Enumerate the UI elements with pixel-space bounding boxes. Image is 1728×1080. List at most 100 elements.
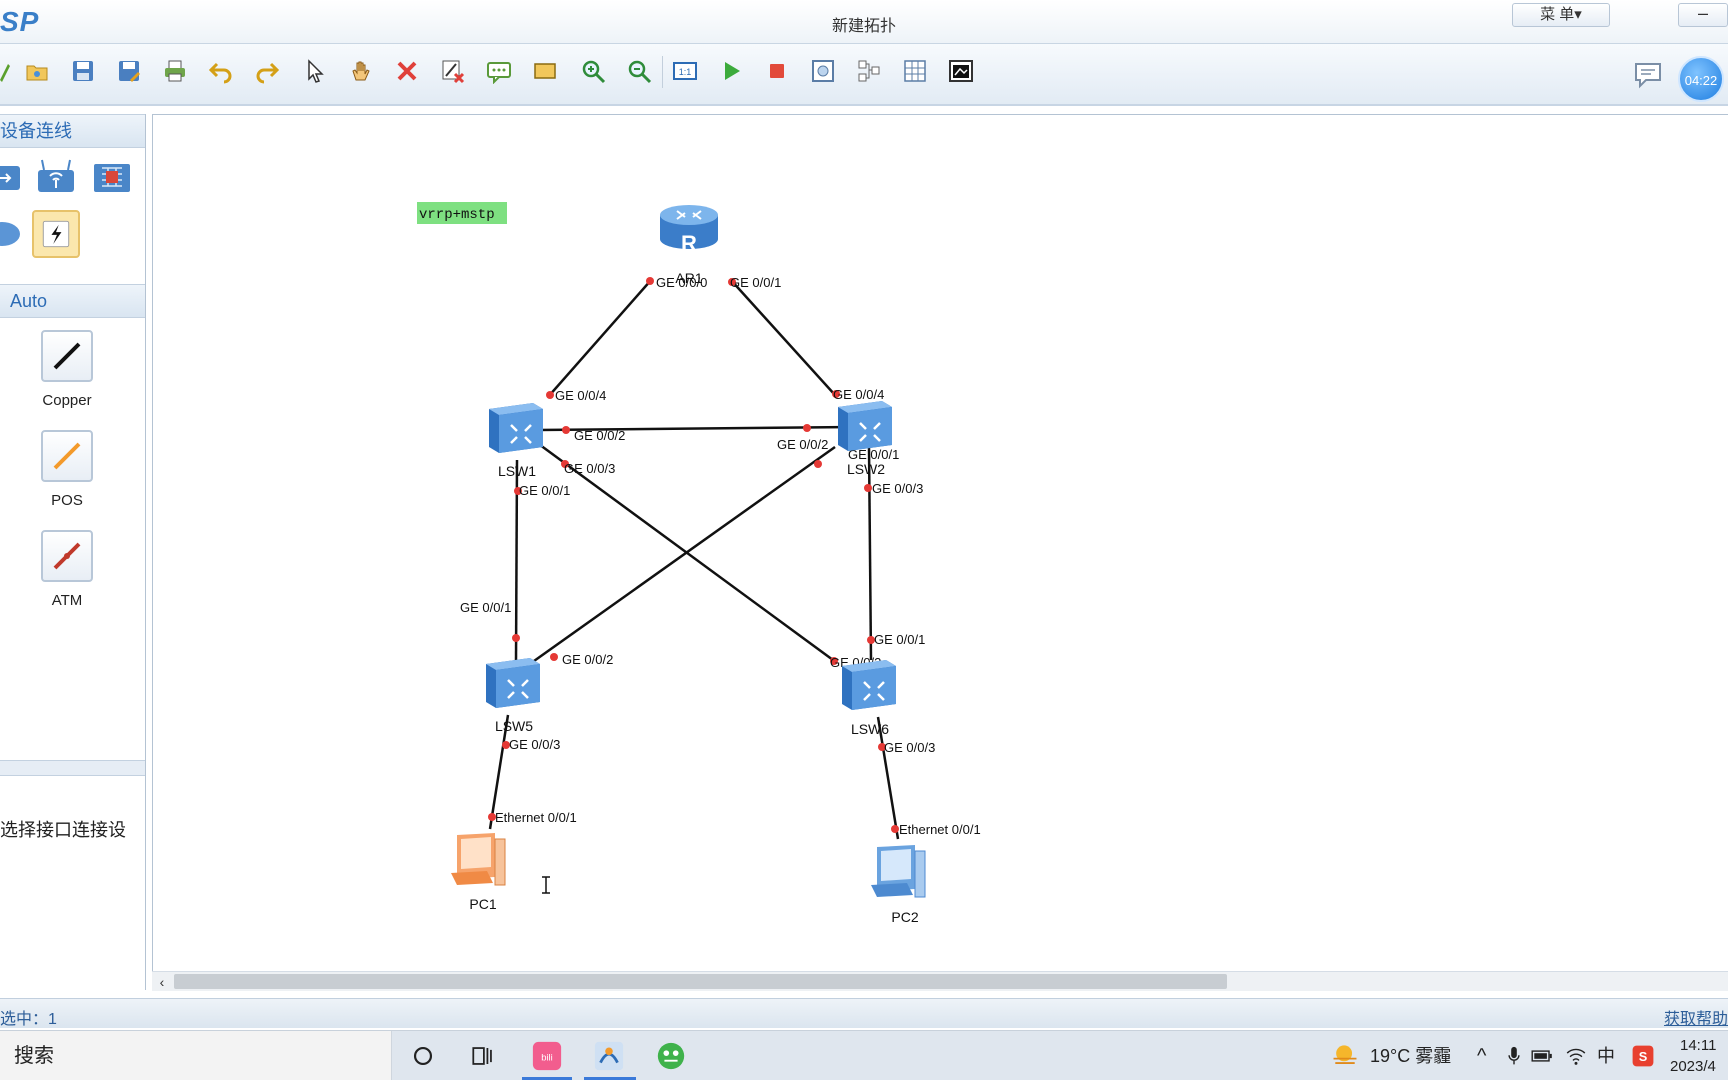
link-lsw1-lsw6[interactable] (535, 440, 834, 662)
copper-cable-icon[interactable] (41, 330, 93, 382)
new-topology-icon[interactable] (0, 56, 24, 86)
svg-text:1:1: 1:1 (679, 67, 692, 77)
link-lsw2-lsw6[interactable] (867, 446, 873, 661)
ime-indicator[interactable]: 中 (1597, 1046, 1615, 1066)
grid-icon[interactable] (900, 56, 930, 86)
link-lsw6-pc2[interactable] (876, 716, 900, 840)
port-label: GE 0/0/3 (872, 481, 923, 496)
text-label-icon[interactable] (484, 56, 514, 86)
cloud-category-icon[interactable] (0, 210, 24, 254)
clock-date: 2023/4 (1670, 1058, 1716, 1075)
port-label: GE 0/0/1 (874, 632, 925, 647)
horizontal-scrollbar[interactable]: ‹ (152, 971, 1728, 991)
selection-count: 选中：1 (0, 1011, 57, 1028)
device-label-lsw1: LSW1 (498, 463, 536, 479)
select-pointer-icon[interactable] (300, 56, 330, 86)
router-ar1-icon[interactable]: R (660, 205, 718, 256)
pos-cable-icon[interactable] (41, 430, 93, 482)
link-lsw1-lsw2[interactable] (537, 425, 855, 432)
device-label-pc1: PC1 (469, 896, 496, 912)
switch-lsw1-icon[interactable] (489, 403, 543, 453)
wireless-category-icon[interactable] (34, 156, 78, 200)
print-icon[interactable] (160, 56, 190, 86)
microphone-icon[interactable] (1500, 1039, 1528, 1073)
port-label: GE 0/0/3 (884, 740, 935, 755)
section-title-devices: 设备连线 (0, 114, 145, 148)
bilibili-app-icon[interactable]: bili (530, 1039, 564, 1073)
port-dot (803, 424, 811, 432)
delete-link-icon[interactable] (438, 56, 468, 86)
session-timer[interactable]: 04:22 (1678, 56, 1724, 102)
weather-icon[interactable] (1328, 1039, 1362, 1073)
device-label-lsw5: LSW5 (495, 718, 533, 734)
switch-lsw2-icon[interactable] (838, 401, 892, 451)
redo-icon[interactable] (252, 56, 282, 86)
pc1-icon[interactable] (451, 833, 506, 886)
cortana-icon[interactable] (406, 1039, 440, 1073)
panel-divider[interactable] (0, 760, 145, 776)
capture-icon[interactable] (808, 56, 838, 86)
fit-window-icon[interactable]: 1:1 (670, 56, 700, 86)
port-dot (891, 825, 899, 833)
port-label: Ethernet 0/0/1 (899, 822, 981, 837)
switch-category-icon[interactable] (0, 156, 24, 200)
taskbar-search[interactable]: 搜索 (0, 1031, 392, 1080)
ensp-app-icon[interactable] (592, 1039, 626, 1073)
undo-icon[interactable] (206, 56, 236, 86)
toolbar: 1:1 04:22 (0, 44, 1728, 106)
rectangle-icon[interactable] (530, 56, 560, 86)
port-dot (814, 460, 822, 468)
battery-icon[interactable] (1528, 1039, 1556, 1073)
port-label: GE 0/0/3 (509, 737, 560, 752)
pan-hand-icon[interactable] (346, 56, 376, 86)
weather-text[interactable]: 19°C 雾霾 (1370, 1046, 1452, 1066)
link-lsw2-lsw5[interactable] (533, 445, 836, 663)
task-view-icon[interactable] (466, 1039, 500, 1073)
wifi-icon[interactable] (1562, 1039, 1590, 1073)
link-category-icon[interactable] (32, 210, 80, 258)
delete-icon[interactable] (392, 56, 422, 86)
screenshot-icon[interactable] (946, 56, 976, 86)
title-bar: SP 新建拓扑 菜 单▾ – (0, 0, 1728, 44)
chat-icon[interactable] (1632, 59, 1664, 91)
system-clock[interactable]: 14:11 2023/4 (1668, 1035, 1728, 1077)
scroll-thumb[interactable] (174, 974, 1227, 989)
svg-text:bili: bili (541, 1052, 553, 1063)
taskbar: 搜索 bili 19°C 雾霾 ^ 中 S 14:11 2023/4 (0, 1030, 1728, 1080)
port-label: GE 0/0/2 (777, 437, 828, 452)
link-lsw5-pc1[interactable] (488, 714, 510, 830)
green-app-icon[interactable] (654, 1039, 688, 1073)
minimize-button[interactable]: – (1678, 3, 1728, 27)
atm-cable-icon[interactable] (41, 530, 93, 582)
port-dot (502, 741, 510, 749)
note-box[interactable] (417, 202, 507, 224)
zoom-out-icon[interactable] (624, 56, 654, 86)
switch-lsw5-icon[interactable] (486, 658, 540, 708)
topology-drawing[interactable]: vrrp+mstp (153, 115, 1728, 971)
start-device-icon[interactable] (716, 56, 746, 86)
sogou-ime-icon[interactable]: S (1628, 1039, 1658, 1073)
save-icon[interactable] (68, 56, 98, 86)
scroll-left-arrow-icon[interactable]: ‹ (159, 974, 165, 990)
port-label: GE 0/0/4 (555, 388, 606, 403)
port-label: GE 0/0/1 (460, 600, 511, 615)
active-indicator (522, 1077, 572, 1080)
link-ar1-lsw2[interactable] (729, 278, 836, 396)
stop-device-icon[interactable] (762, 56, 792, 86)
topology-icon[interactable] (854, 56, 884, 86)
open-folder-icon[interactable] (22, 56, 52, 86)
switch-lsw6-icon[interactable] (842, 660, 896, 710)
pc2-icon[interactable] (871, 845, 926, 898)
device-panel: 设备连线 Auto Copper POS ATM 选择接口连接设 (0, 114, 146, 990)
port-dot (830, 657, 838, 665)
help-link[interactable]: 获取帮助 (1663, 1011, 1728, 1028)
save-as-icon[interactable] (114, 56, 144, 86)
menu-button[interactable]: 菜 单▾ (1512, 3, 1610, 27)
zoom-in-icon[interactable] (578, 56, 608, 86)
firewall-category-icon[interactable] (90, 156, 134, 200)
topology-canvas[interactable]: vrrp+mstp (152, 114, 1728, 971)
port-dot (646, 277, 654, 285)
tray-chevron-icon[interactable]: ^ (1477, 1045, 1487, 1067)
port-labels: GE 0/0/0 GE 0/0/1 GE 0/0/4 GE 0/0/2 GE 0… (460, 275, 981, 837)
link-ar1-lsw1[interactable] (547, 278, 653, 398)
